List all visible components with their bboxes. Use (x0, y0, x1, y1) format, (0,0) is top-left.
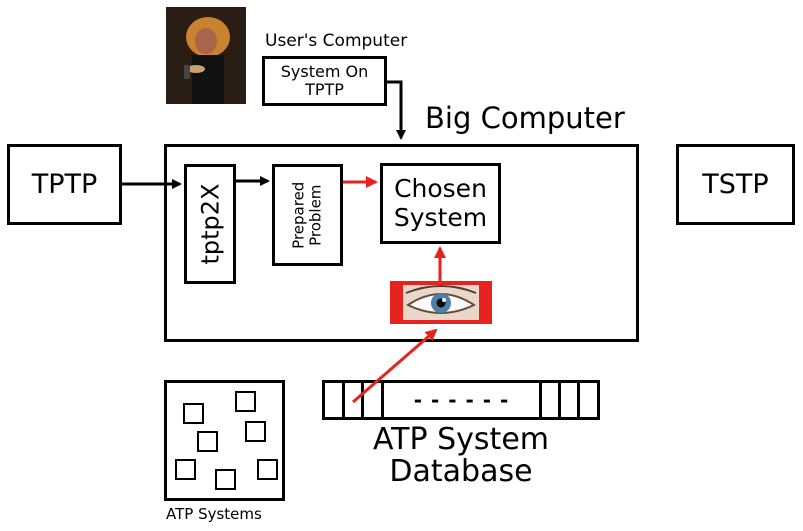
system-label: System (393, 202, 488, 232)
prepared-problem-box: Prepared Problem (272, 164, 343, 266)
system-on-tptp-box: System On TPTP (262, 56, 387, 106)
tptp-box: TPTP (7, 144, 122, 225)
db-cell-divider (381, 383, 384, 417)
tptp2x-box: tptp2X (184, 164, 236, 284)
system-on-tptp-line2: TPTP (305, 80, 344, 99)
atp-system-square (235, 391, 256, 412)
atp-systems-label: ATP Systems (166, 505, 262, 523)
chosen-label: Chosen (394, 173, 487, 203)
tptp-label: TPTP (31, 169, 98, 200)
db-cell-divider (342, 383, 345, 417)
db-cell-divider (577, 383, 580, 417)
atp-system-square (257, 459, 278, 480)
system-on-tptp-line1: System On (280, 61, 369, 81)
eye-image (390, 281, 492, 324)
big-computer-label: Big Computer (425, 101, 625, 135)
tstp-label: TSTP (702, 169, 769, 200)
atp-database-label: ATP System Database (322, 422, 600, 490)
user-photo (166, 7, 246, 104)
atp-database-line1: ATP System (372, 422, 549, 457)
atp-system-square (215, 469, 236, 490)
atp-database-line2: Database (389, 454, 533, 490)
users-computer-label: User's Computer (265, 31, 408, 51)
arrow-database-to-eye (352, 328, 438, 404)
arrow-user-to-big-computer (387, 80, 406, 140)
atp-system-square (175, 459, 196, 480)
chosen-system-box: Chosen System (380, 163, 501, 244)
db-dashes: - - - - - - (413, 388, 510, 412)
atp-system-square (197, 431, 218, 452)
tstp-box: TSTP (676, 144, 795, 225)
atp-system-square (245, 421, 266, 442)
db-cell-divider (558, 383, 561, 417)
db-cell-divider (539, 383, 542, 417)
atp-systems-box (164, 380, 285, 501)
db-cell-divider (361, 383, 364, 417)
atp-database-box: - - - - - - (322, 380, 600, 420)
atp-system-square (183, 403, 204, 424)
